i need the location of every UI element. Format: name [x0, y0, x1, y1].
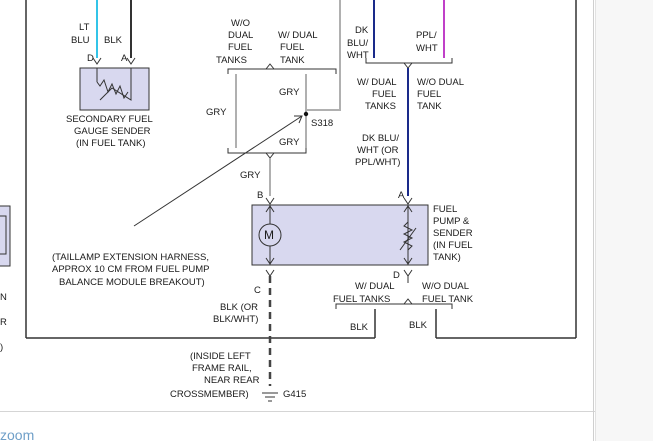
wo-dual-label-1: W/O — [231, 18, 250, 29]
blk-bottom-right-label: BLK — [409, 320, 428, 331]
secondary-fuel-gauge-sender — [79, 67, 150, 111]
option-bracket-right — [365, 58, 453, 64]
partial-component — [0, 205, 11, 267]
blk-or-label-2: BLK/WHT) — [213, 314, 258, 325]
gry-label-left: GRY — [206, 107, 227, 118]
partial-component-inner — [0, 215, 7, 255]
gry-wire-upper-right — [306, 0, 341, 111]
splice-s318 — [303, 111, 309, 117]
connector-c — [265, 269, 275, 277]
dk-blu-or-label-3: PPL/WHT) — [355, 157, 400, 168]
pump-motor-symbol — [258, 223, 282, 247]
pump-sender-arrow — [399, 227, 417, 251]
sender-label-1: SECONDARY FUEL — [66, 114, 153, 125]
ground-label-2: FRAME RAIL, — [192, 363, 252, 374]
pump-arrow-top-left — [265, 205, 275, 213]
pump-arrow-bottom-right — [403, 257, 413, 265]
harness-leader-arrow — [294, 115, 303, 124]
option-bracket-bottom-notch — [403, 298, 413, 305]
harness-label-2: APPROX 10 CM FROM FUEL PUMP — [52, 264, 209, 275]
w-dual-tanks-label-2: FUEL — [372, 89, 396, 100]
dk-blu-or-label-1: DK BLU/ — [362, 133, 399, 144]
w-dual-tanks-label-3: TANKS — [365, 101, 396, 112]
gry-label-middle: GRY — [240, 170, 261, 181]
wo-dual-label-4: TANKS — [216, 55, 247, 66]
wo-dual-tank-label-2: FUEL — [417, 89, 441, 100]
blk-top-label: BLK — [104, 35, 123, 46]
wo-dual-tank-label-3: TANK — [417, 101, 442, 112]
connector-d-left — [92, 57, 102, 65]
dk-blu-wht-label-2: BLU/ — [347, 38, 368, 49]
connector-d-right — [403, 269, 413, 277]
gry-label-lower: GRY — [279, 137, 300, 148]
harness-leader-line — [133, 115, 303, 227]
ground-label-4: CROSSMEMBER) — [170, 389, 249, 400]
edge-label-r: R — [0, 317, 7, 328]
panel-divider — [593, 0, 594, 441]
pump-label-1: FUEL — [433, 204, 457, 215]
harness-label-3: BALANCE MODULE BREAKOUT) — [59, 277, 205, 288]
content-divider — [0, 411, 595, 412]
pin-b-label: B — [257, 190, 263, 201]
wo-dual-bottom-label-1: W/O DUAL — [422, 281, 469, 292]
option-bracket-top-notch — [265, 63, 275, 70]
ground-label-1: (INSIDE LEFT — [190, 351, 251, 362]
pump-label-4: (IN FUEL — [433, 240, 473, 251]
pump-arrow-bottom-left — [265, 257, 275, 265]
dk-blu-or-label-2: WHT (OR — [357, 145, 399, 156]
sender-zigzag — [96, 78, 129, 100]
connector-a-left — [126, 57, 136, 65]
option-bracket-gry — [227, 148, 307, 154]
pump-sender-resistor — [402, 221, 414, 251]
ground-label-3: NEAR REAR — [204, 375, 260, 386]
wo-dual-label-3: FUEL — [228, 42, 252, 53]
pin-d-right-label: D — [393, 270, 400, 281]
wo-dual-label-2: DUAL — [228, 30, 253, 41]
w-dual-label-1: W/ DUAL — [278, 30, 318, 41]
ppl-wht-label-1: PPL/ — [416, 30, 437, 41]
w-dual-label-3: TANK — [280, 55, 305, 66]
pump-label-3: SENDER — [433, 228, 473, 239]
wiring-diagram: N R ) LT BLU BLK D A SECONDARY FUEL GAUG… — [0, 0, 577, 402]
g415-label: G415 — [283, 389, 306, 400]
gry-label-upper: GRY — [279, 87, 300, 98]
w-dual-tanks-label-1: W/ DUAL — [357, 77, 397, 88]
lt-blu-label-2: BLU — [71, 35, 90, 46]
w-dual-label-2: FUEL — [280, 42, 304, 53]
blk-bottom-left-label: BLK — [350, 322, 369, 333]
option-bracket-top — [227, 68, 337, 74]
dk-blu-wht-label-3: WHT — [347, 50, 369, 61]
option-bracket-bottom — [335, 303, 453, 309]
pump-label-2: PUMP & — [433, 216, 470, 227]
w-dual-bottom-label-1: W/ DUAL — [355, 281, 395, 292]
lt-blu-label-1: LT — [79, 22, 90, 33]
edge-label-paren: ) — [0, 342, 3, 353]
pump-label-5: TANK) — [433, 252, 461, 263]
connector-a-right — [403, 197, 413, 205]
pin-c-label: C — [254, 285, 261, 296]
pin-d-left: D — [87, 53, 94, 64]
pin-a-left: A — [121, 53, 128, 64]
pin-a-right-label: A — [398, 190, 405, 201]
connector-b — [265, 197, 275, 205]
harness-label-1: (TAILLAMP EXTENSION HARNESS, — [52, 252, 209, 263]
wo-dual-bottom-label-2: FUEL TANK — [422, 294, 474, 305]
option-bracket-right-notch — [403, 62, 413, 69]
s318-label: S318 — [311, 118, 333, 129]
w-dual-bottom-label-2: FUEL TANKS — [333, 294, 390, 305]
blk-or-label-1: BLK (OR — [220, 302, 258, 313]
motor-label: M — [264, 228, 274, 242]
sender-resistor-symbol — [96, 68, 132, 101]
sender-label-3: (IN FUEL TANK) — [76, 138, 146, 149]
dk-blu-wht-label-1: DK — [355, 25, 369, 36]
wo-dual-tank-label-1: W/O DUAL — [417, 77, 464, 88]
ppl-wht-label-2: WHT — [416, 43, 438, 54]
side-panel — [595, 0, 653, 441]
edge-label-n: N — [0, 292, 7, 303]
option-bracket-gry-notch — [265, 152, 275, 159]
pump-arrow-top-right — [403, 205, 413, 213]
zoom-link[interactable]: zoom — [0, 427, 35, 443]
sender-label-2: GAUGE SENDER — [74, 126, 151, 137]
